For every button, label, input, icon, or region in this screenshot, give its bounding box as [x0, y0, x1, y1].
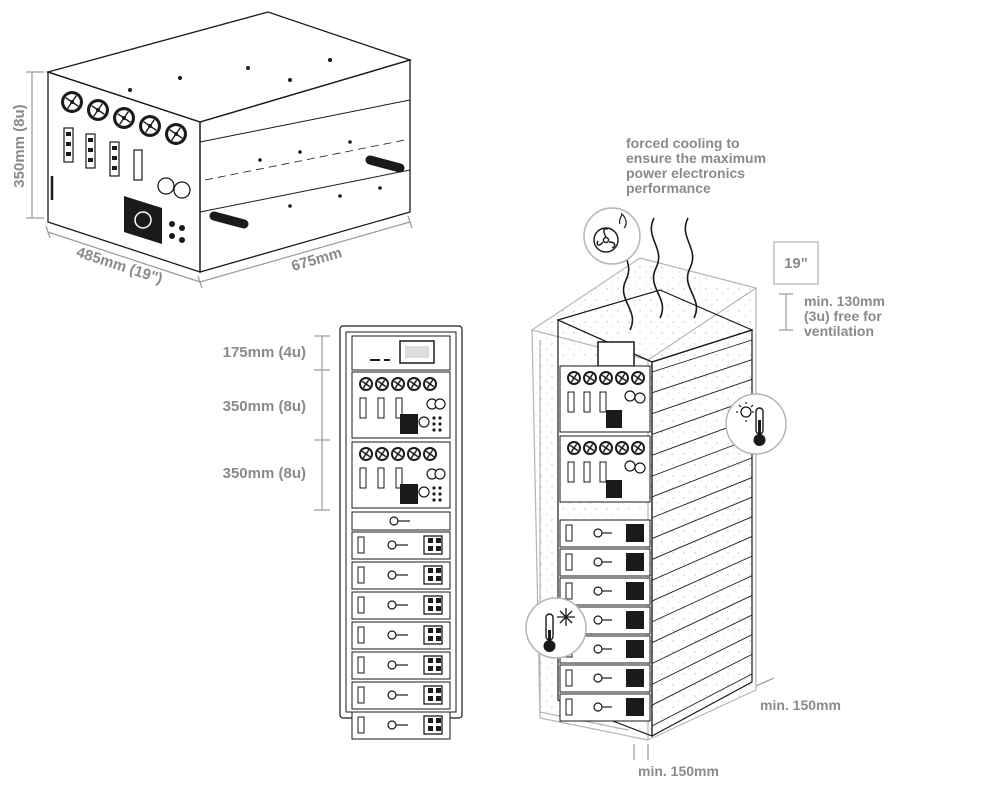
unit-isometric-view: 350mm (8u) 485mm (19") 675mm: [11, 11, 413, 289]
fan-grille-icon: [165, 123, 187, 145]
rack-label-8u-b: 350mm (8u): [223, 465, 306, 482]
fan-grille-icon: [407, 377, 421, 391]
fan-grille-icon: [113, 107, 135, 129]
fan-grille-icon: [391, 447, 405, 461]
fan-grille-icon: [567, 441, 581, 455]
fan-grille-icon: [375, 447, 389, 461]
cooling-note-line-1: forced cooling to: [626, 135, 740, 151]
fan-grille-icon: [391, 377, 405, 391]
top-clearance-line-2: (3u) free for: [804, 308, 882, 324]
rack-isometric-view: 19" forced cooling to ensure the maximum…: [525, 135, 885, 779]
battery-module: [351, 651, 451, 680]
thermometer-cold-icon: [543, 608, 575, 652]
unit-height-label: 350mm (8u): [11, 104, 28, 187]
fan-grille-icon: [359, 447, 373, 461]
fan-grille-icon: [567, 371, 581, 385]
fan-grille-icon: [375, 377, 389, 391]
fan-grille-icon: [423, 447, 437, 461]
front-clearance-label: min. 150mm: [638, 763, 719, 779]
rack-width-label: 19": [784, 255, 808, 272]
side-clearance-label: min. 150mm: [760, 697, 841, 713]
fan-grilles: [61, 91, 187, 145]
top-clearance-line-3: ventilation: [804, 323, 874, 339]
cooling-note-line-2: ensure the maximum: [626, 150, 766, 166]
fan-grille-icon: [615, 371, 629, 385]
fan-grille-icon: [631, 441, 645, 455]
battery-module: [351, 591, 451, 620]
fan-icon: [593, 212, 627, 253]
battery-module: [351, 531, 451, 560]
battery-module: [351, 561, 451, 590]
fan-grille-icon: [87, 99, 109, 121]
fan-grille-icon: [359, 377, 373, 391]
rack-front-view: 175mm (4u) 350mm (8u) 350mm (8u): [223, 325, 463, 740]
fan-grille-icon: [583, 371, 597, 385]
fan-grille-icon: [139, 115, 161, 137]
fan-grille-icon: [583, 441, 597, 455]
fan-grille-icon: [631, 371, 645, 385]
fan-grille-icon: [615, 441, 629, 455]
battery-module: [351, 681, 451, 710]
rack-label-8u-a: 350mm (8u): [223, 398, 306, 415]
cooling-note-line-3: power electronics: [626, 165, 745, 181]
cooling-note-line-4: performance: [626, 180, 711, 196]
fan-grille-icon: [599, 371, 613, 385]
battery-module: [351, 621, 451, 650]
fan-grille-icon: [407, 447, 421, 461]
battery-module: [351, 711, 451, 740]
fan-grille-icon: [599, 441, 613, 455]
fan-grille-icon: [423, 377, 437, 391]
top-clearance-line-1: min. 130mm: [804, 293, 885, 309]
fan-grille-icon: [61, 91, 83, 113]
rack-label-4u: 175mm (4u): [223, 344, 306, 361]
thermometer-hot-icon: [736, 402, 766, 446]
